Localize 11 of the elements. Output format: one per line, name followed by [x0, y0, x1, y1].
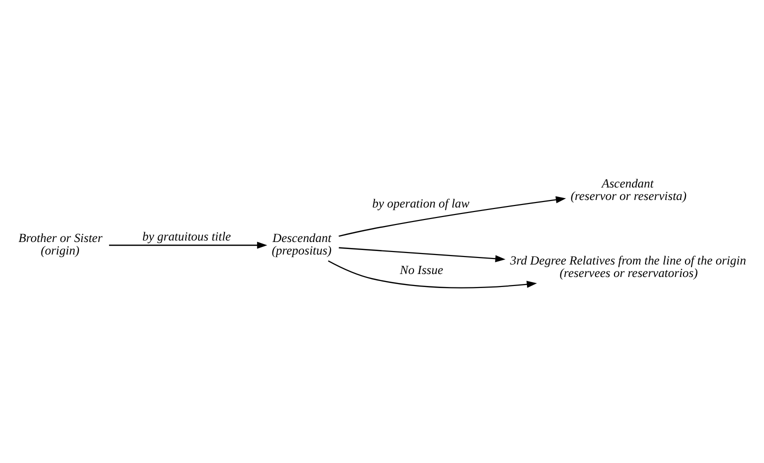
node-text: 3rd Degree Relatives from the line of the origin (reservees or reservatorios)	[510, 254, 746, 280]
edge-label: by operation of law	[372, 196, 470, 211]
arrow	[338, 196, 566, 237]
edge-label: by gratuitous title	[142, 229, 231, 244]
arrow	[109, 242, 268, 249]
node-text: Ascendant (reservor or reservista)	[570, 176, 687, 203]
arrow	[328, 260, 537, 288]
edge-label: No Issue	[400, 262, 444, 277]
arrow	[338, 247, 506, 262]
node-text: Brother or Sister (origin)	[18, 230, 102, 258]
node-text: Descendant (prepositus)	[272, 230, 332, 258]
